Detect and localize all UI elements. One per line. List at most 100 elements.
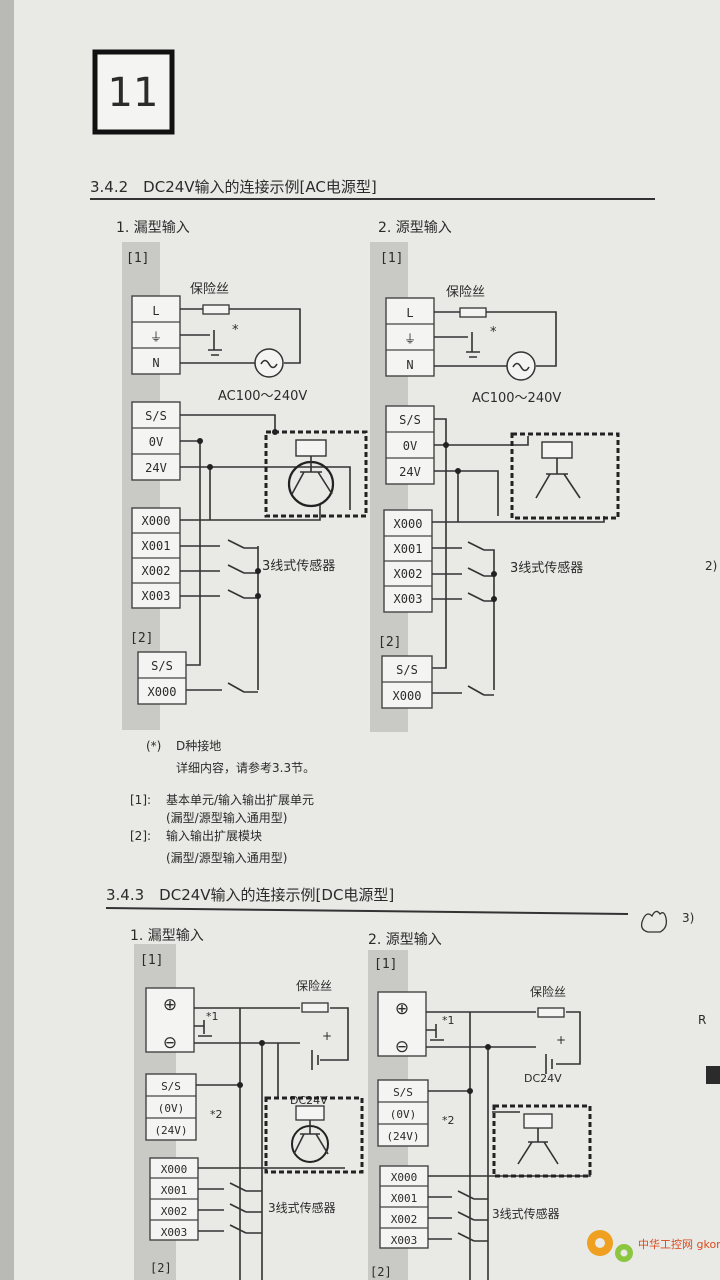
ac-sink-sensor-label: 3线式传感器 [262,558,335,574]
ac-source-transistor-icon [535,458,581,499]
dc-source-input-x000: X000 [391,1171,418,1184]
dc-sink-battery-icon [311,1050,319,1070]
dc-sink-unit1: [1] [140,953,163,968]
note-ground-ref: 详细内容，请参考3.3节。 [176,760,315,775]
ac-sink-input-x003: X003 [142,589,171,603]
note-1-label: [1]: [130,793,151,807]
dc-source-power-block [377,991,427,1057]
margin-text-r: R [698,1013,706,1027]
ac-source-input-x001: X001 [394,542,423,556]
ac-sink-ext-x000: X000 [148,685,177,699]
dc-sink-minus-terminal: ⊖ [163,1033,177,1053]
ac-sink-term-ground: ⏚ [150,330,162,344]
ac-source-ac-label: AC100～240V [472,391,561,406]
dc-source-term-ss: S/S [393,1086,413,1099]
ac-notes: (*) D种接地 详细内容，请参考3.3节。 [1]: 基本单元/输入输出扩展单… [130,738,315,865]
ac-source-term-ground: ⏚ [404,332,416,346]
chapter-number: 11 [108,70,159,116]
ac-sink-input-x001: X001 [142,539,171,553]
note-ground-mark: (*) [146,739,161,753]
ac-sink-input-x002: X002 [142,564,171,578]
note-1-text: 基本单元/输入输出扩展单元 [166,792,314,807]
dc-sink-sensor-box [264,1096,364,1174]
ac-sink-unit2: [2] [130,631,153,646]
note-2-label: [2]: [130,829,151,843]
ac-sink-term-0v: 0V [149,435,163,449]
dc-sink-power-block [145,987,195,1053]
hand-pointer-icon [640,910,668,933]
dc-source-diagram: 2. 源型输入 [1] ⊕ ⊖ *1 保险丝 + DC24V S/S (0V) … [368,932,592,1280]
dc-sink-term-ss: S/S [161,1080,181,1093]
ac-sink-star: * [232,323,239,338]
dc-sink-common-block [145,1073,197,1141]
dc-sink-common-note: *2 [210,1108,223,1121]
ac-sink-term-l: L [152,304,159,318]
dc-source-unit2: [2] [370,1265,392,1279]
dc-sink-plus-terminal: ⊕ [163,995,177,1015]
watermark-text: 中华工控网 gkong.com [638,1237,720,1251]
dc-source-term-24v: (24V) [386,1130,419,1143]
ac-sink-common-block [131,401,181,481]
dc-source-ground-note: *1 [442,1014,455,1027]
ac-source-unit2: [2] [378,635,401,650]
dc-sink-input-x001: X001 [161,1184,188,1197]
dc-source-minus-terminal: ⊖ [395,1037,409,1057]
dc-source-fuse-label: 保险丝 [530,984,566,999]
ac-source-ext-ss: S/S [396,663,418,677]
note-1-sub: (漏型/源型输入通用型) [166,810,287,825]
page-left-edge [0,0,14,1280]
ac-source-term-0v: 0V [403,439,417,453]
dc-source-plus-terminal: ⊕ [395,999,409,1019]
ac-source-input-x000: X000 [394,517,423,531]
ac-source-fuse-label: 保险丝 [446,285,485,300]
ac-sink-fuse-icon [202,304,230,315]
dc-source-term-0v: (0V) [390,1108,417,1121]
ac-source-diagram: 2. 源型输入 [1] L ⏚ N 保险丝 * AC100～240V S/S 0… [370,220,620,732]
dc-sink-dc-label: DC24V [290,1094,328,1107]
ac-source-common-block [385,405,435,485]
dc-sink-term-24v: (24V) [154,1124,187,1137]
ac-source-term-24v: 24V [399,465,421,479]
dc-source-heading: 2. 源型输入 [368,932,442,948]
ac-source-star: * [490,325,497,340]
ac-source-term-l: L [406,306,413,320]
dc-source-fuse-icon [537,1007,565,1018]
dc-sink-plus-sign: + [322,1029,332,1043]
dc-sink-unit2: [2] [150,1261,172,1275]
ac-sink-term-24v: 24V [145,461,167,475]
ac-source-term-n: N [406,358,413,372]
note-2-sub: (漏型/源型输入通用型) [166,850,287,865]
dc-sink-ground-note: *1 [206,1010,219,1023]
ac-sink-sensor-box [264,430,368,518]
dc-source-input-x003: X003 [391,1234,418,1247]
dc-sink-input-x003: X003 [161,1226,188,1239]
ac-source-sensor-label: 3线式传感器 [510,560,583,576]
ac-source-heading: 2. 源型输入 [378,220,452,236]
dc-source-common-note: *2 [442,1114,455,1127]
dc-source-plus-sign: + [556,1033,566,1047]
ac-sink-input-x000: X000 [142,514,171,528]
ac-sink-heading: 1. 漏型输入 [116,220,190,236]
ac-source-unit1: [1] [380,251,403,266]
dc-sink-input-x000: X000 [161,1163,188,1176]
dc-source-dc-label: DC24V [524,1072,562,1085]
chapter-box: 11 [92,49,175,135]
dc-sink-term-0v: (0V) [158,1102,185,1115]
margin-black-tab [706,1066,720,1084]
dc-source-input-x002: X002 [391,1213,418,1226]
dc-source-transistor-icon [517,1128,559,1165]
section-ac-title: 3.4.2 DC24V输入的连接示例[AC电源型] [90,178,377,196]
ac-source-input-x002: X002 [394,567,423,581]
ac-sink-term-n: N [152,356,159,370]
ac-sink-ac-label: AC100～240V [218,389,307,404]
dc-sink-heading: 1. 漏型输入 [130,928,204,944]
note-2-text: 输入输出扩展模块 [166,828,262,843]
ac-source-term-ss: S/S [399,413,421,427]
ac-sink-term-ss: S/S [145,409,167,423]
dc-sink-fuse-icon [301,1002,329,1013]
margin-text-3: 3) [682,911,694,925]
dc-source-input-x001: X001 [391,1192,418,1205]
section-dc-title: 3.4.3 DC24V输入的连接示例[DC电源型] [106,886,394,904]
dc-source-unit1: [1] [374,957,397,972]
ac-source-power-block [385,297,435,377]
